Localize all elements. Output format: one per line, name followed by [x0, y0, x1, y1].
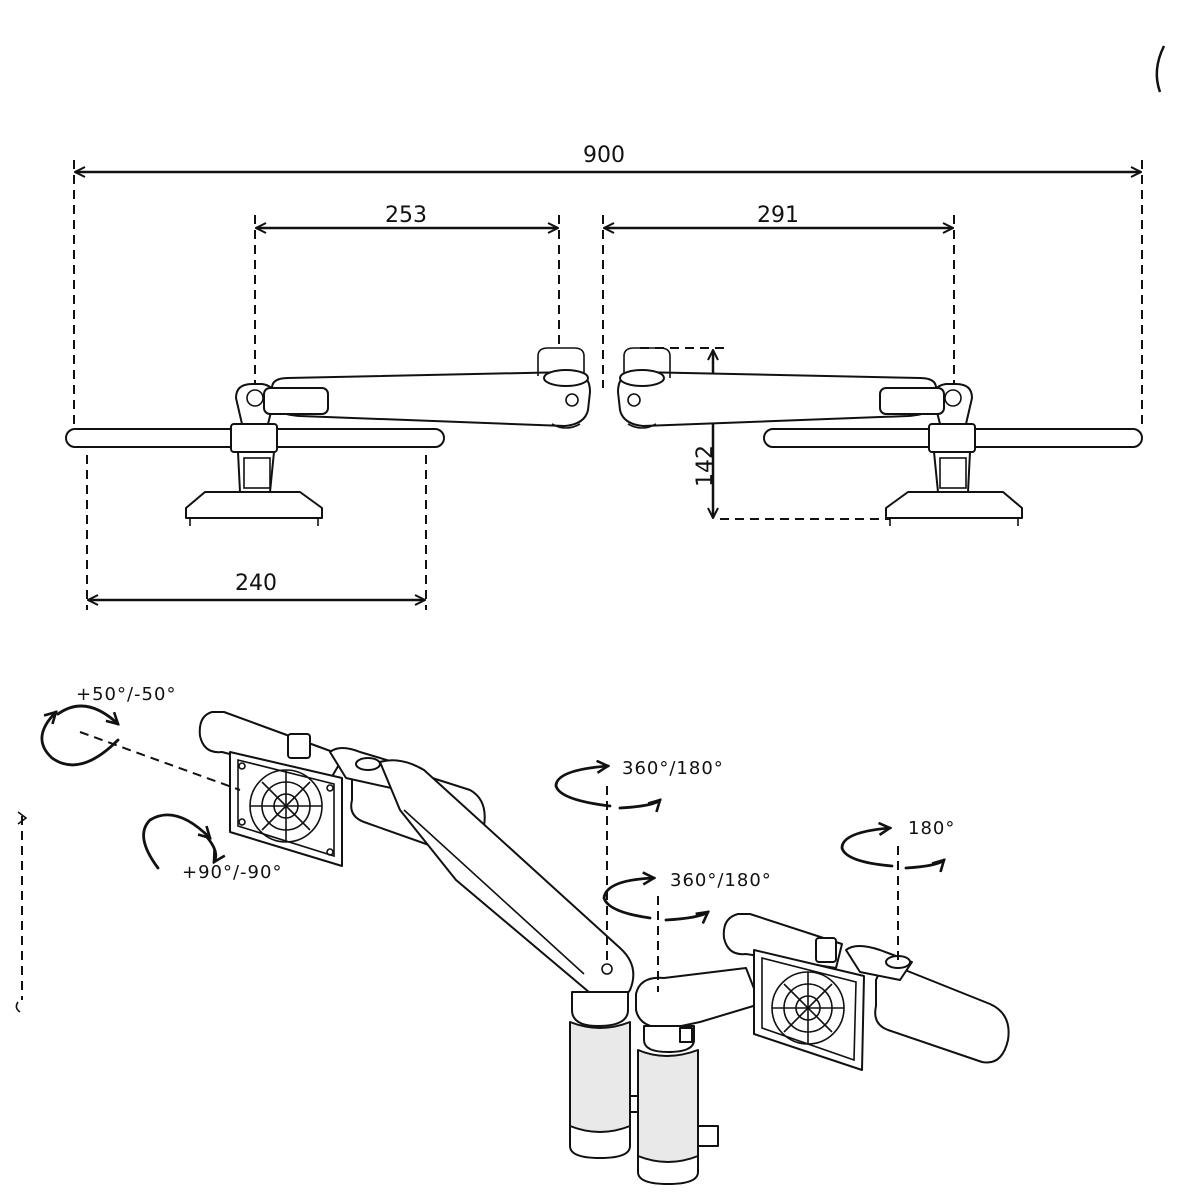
- rotation-label-rotate: +90°/-90°: [182, 862, 282, 883]
- dimension-crossbar-width: 240: [86, 455, 427, 610]
- left-upper-arm: [379, 759, 635, 1002]
- right-mount-head: [722, 913, 1010, 1071]
- rotation-head-swivel: 180°: [840, 818, 955, 962]
- rotation-joint-upper: 360°/180°: [554, 758, 724, 962]
- rotation-rotate: +90°/-90°: [142, 813, 282, 883]
- rotation-label-joint-upper: 360°/180°: [622, 758, 724, 779]
- dimension-total-width: 900: [73, 143, 1143, 425]
- elevation-view: 900 253 291 142 240: [65, 143, 1143, 610]
- dimension-right-reach: 291: [602, 203, 955, 390]
- rotation-joint-lower: 360°/180°: [602, 870, 772, 992]
- dimension-label-900: 900: [583, 143, 625, 168]
- dimension-label-142: 142: [693, 445, 718, 487]
- rotation-label-joint-lower: 360°/180°: [670, 870, 772, 891]
- rotation-label-tilt: +50°/-50°: [76, 684, 176, 705]
- right-lower-arm: [635, 967, 761, 1185]
- rotation-label-head-swivel: 180°: [908, 818, 955, 839]
- dimension-label-291: 291: [757, 203, 799, 228]
- dimension-left-reach: 253: [254, 203, 560, 390]
- cropped-edge-marks: [15, 45, 1166, 1013]
- right-arm-side-view: [617, 347, 1143, 526]
- rotation-tilt: +50°/-50°: [40, 684, 241, 791]
- dimension-label-253: 253: [385, 203, 427, 228]
- isometric-view: +50°/-50° +90°/-90° 360°/180° 360°/180° …: [40, 684, 1010, 1185]
- dimension-label-240: 240: [235, 571, 277, 596]
- left-arm-side-view: [65, 347, 591, 526]
- column-left: [569, 991, 641, 1159]
